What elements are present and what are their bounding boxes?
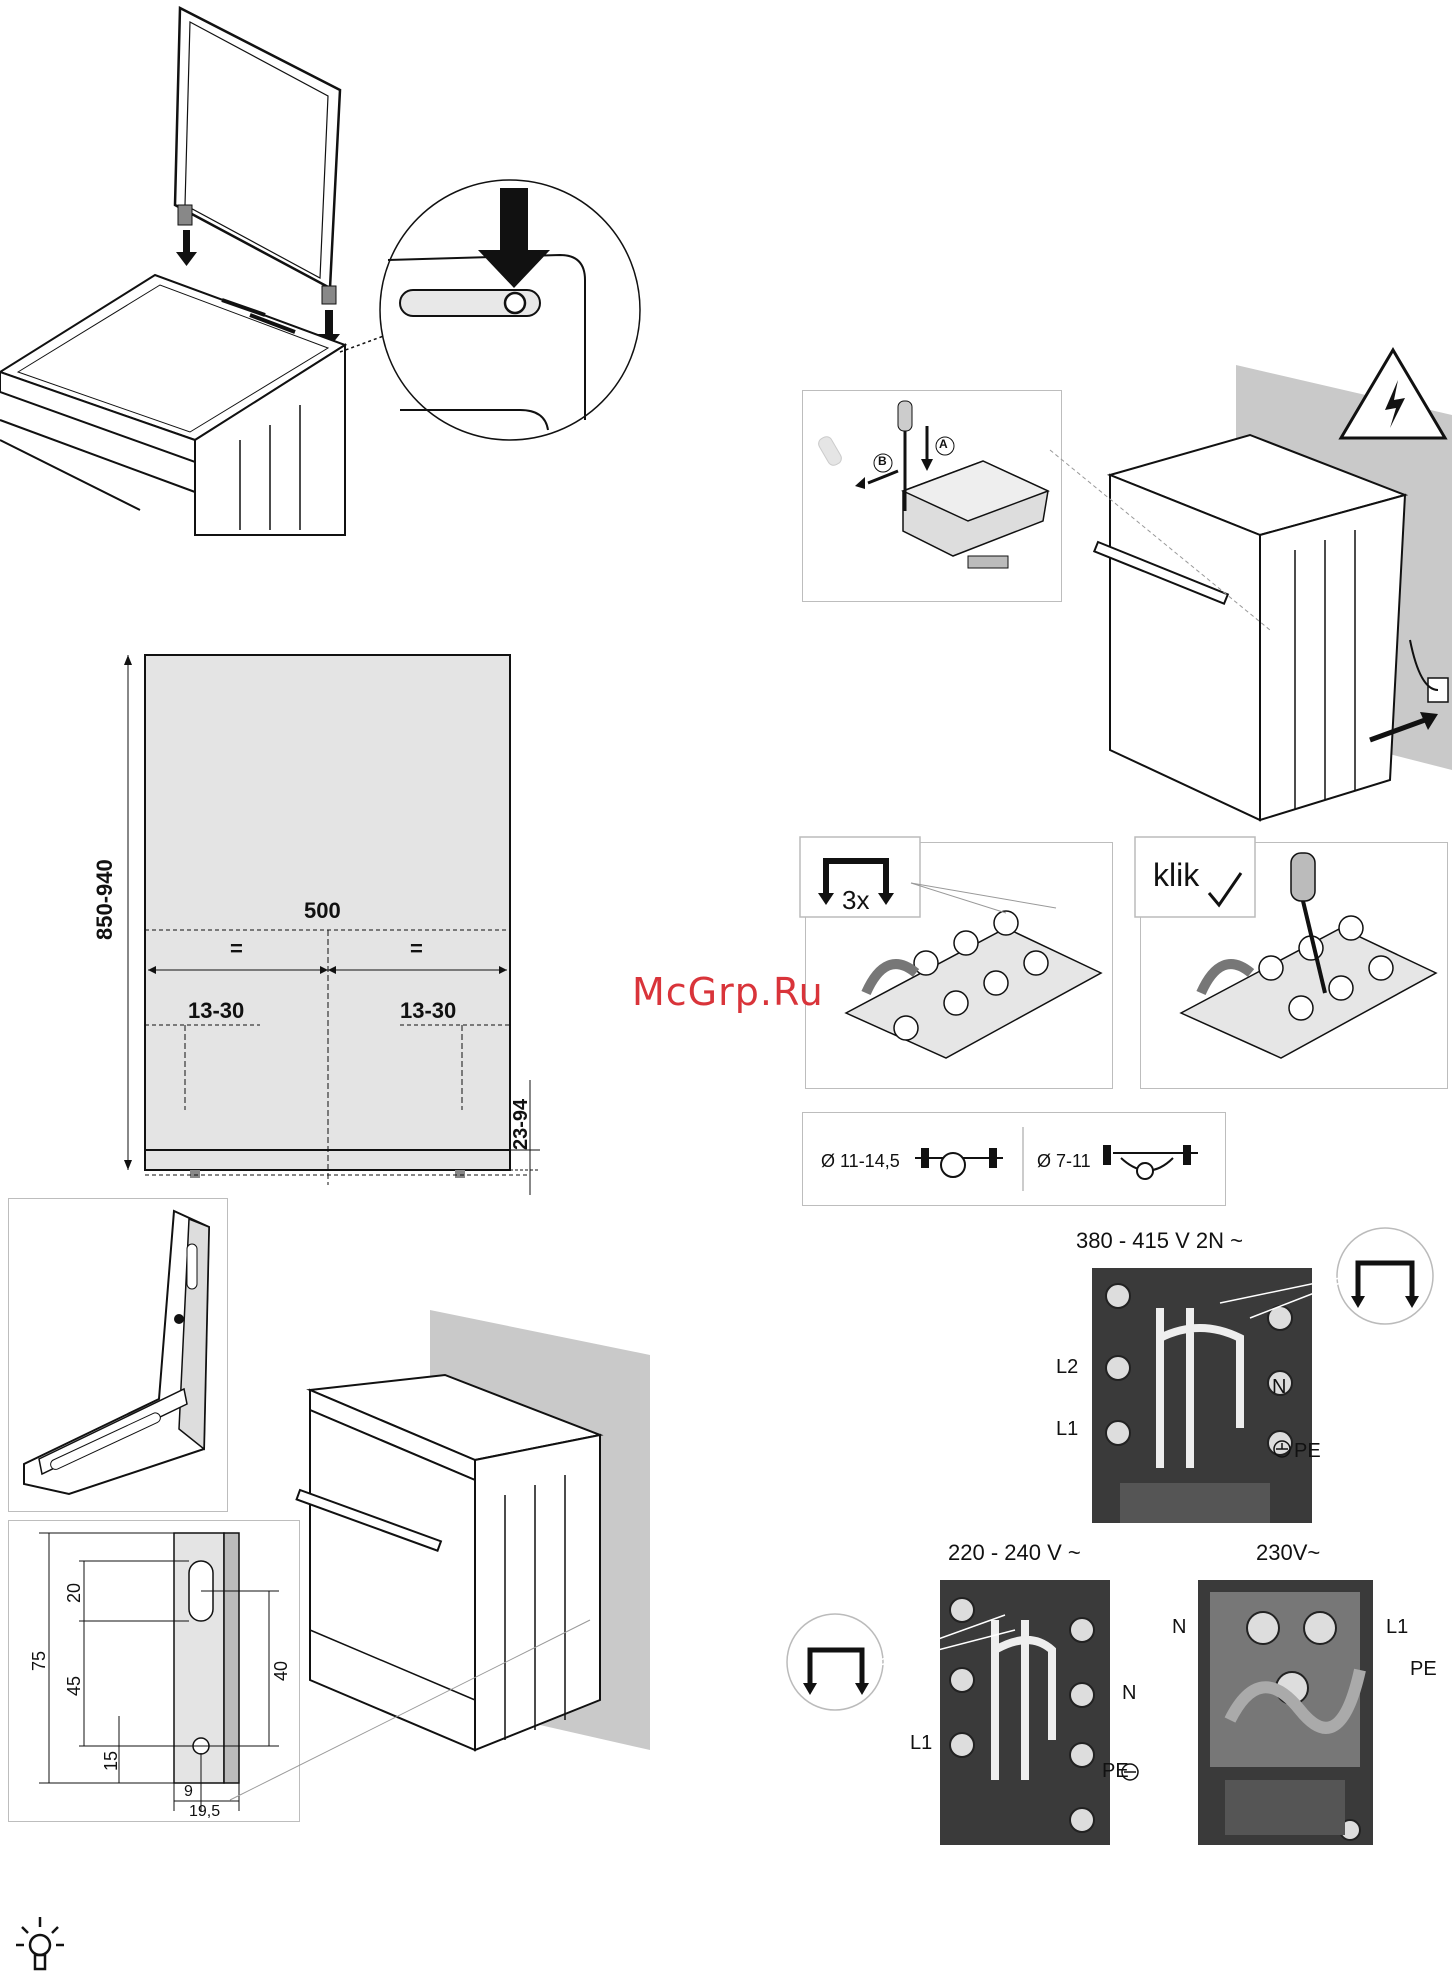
step-a-label: A <box>939 437 948 451</box>
bracket-9-label: 9 <box>184 1783 193 1801</box>
bridge-clip-icon <box>1337 1228 1433 1324</box>
cooker-back-connection-illustration <box>1060 320 1452 840</box>
voltage-1phase-label: 220 - 240 V ~ <box>948 1540 1081 1566</box>
terminal-pe-label: PE <box>1294 1440 1321 1463</box>
terminal-cover-removal-panel: A B <box>802 390 1062 602</box>
cable-diameter-large-label: Ø 11-14,5 <box>821 1151 900 1172</box>
wiring-230v-diagram: 230V~ N L1 PE <box>1170 1540 1452 1852</box>
offset-left-label: 13-30 <box>188 998 244 1024</box>
terminal-l1-1phase-label: L1 <box>910 1732 932 1755</box>
equal-right-label: = <box>410 936 423 962</box>
cable-diameter-small-label: Ø 7-11 <box>1037 1151 1091 1172</box>
offset-right-label: 13-30 <box>400 998 456 1024</box>
step-b-label: B <box>878 454 887 468</box>
terminal-bridges-panel: 3x <box>805 842 1113 1089</box>
terminal-l1-label: L1 <box>1056 1418 1078 1441</box>
terminal-n-1phase-label: N <box>1122 1682 1136 1705</box>
terminal-l1-230-label: L1 <box>1386 1616 1408 1639</box>
magnify-circle-icon <box>380 180 640 440</box>
terminal-n-230-label: N <box>1172 1616 1186 1639</box>
wiring-1phase-diagram: 220 - 240 V ~ L1 N PE <box>790 1540 1130 1852</box>
cabinet-dimension-diagram: 850-940 500 = = 13-30 13-30 23-94 <box>90 640 550 1200</box>
voltage-3phase-label: 380 - 415 V 2N ~ <box>1076 1228 1243 1254</box>
bracket-40-label: 40 <box>271 1661 292 1681</box>
bracket-75-label: 75 <box>29 1651 50 1671</box>
lid-installation-illustration <box>0 0 650 540</box>
equal-left-label: = <box>230 936 243 962</box>
bridge-clip-icon <box>787 1614 883 1710</box>
bridge-klik-panel: klik <box>1140 842 1448 1089</box>
terminal-pe-1phase-label: PE <box>1102 1760 1129 1783</box>
bridge-count-label: 3x <box>842 885 869 916</box>
bracket-dimension-diagram: 75 20 45 15 40 9 19,5 <box>8 1520 300 1822</box>
cooker-wall-bracket-illustration <box>290 1300 650 1810</box>
down-arrow-icon <box>176 230 197 266</box>
klik-label: klik <box>1153 857 1199 894</box>
bracket-15-label: 15 <box>101 1751 122 1771</box>
cable-diameter-panel: Ø 11-14,5 Ø 7-11 <box>802 1112 1226 1206</box>
bracket-45-label: 45 <box>64 1676 85 1696</box>
width-dimension-label: 500 <box>304 898 341 924</box>
wiring-3phase-diagram: 380 - 415 V 2N ~ L2 L1 N PE <box>1040 1228 1452 1540</box>
watermark: McGrp.Ru <box>632 970 824 1014</box>
terminal-l2-label: L2 <box>1056 1356 1078 1379</box>
terminal-pe-230-label: PE <box>1410 1658 1437 1681</box>
bracket-19-5-label: 19,5 <box>189 1803 220 1821</box>
foot-gap-label: 23-94 <box>510 1099 533 1150</box>
terminal-n-label: N <box>1272 1376 1286 1399</box>
height-dimension-label: 850-940 <box>92 859 118 940</box>
voltage-230-label: 230V~ <box>1256 1540 1320 1566</box>
lightbulb-tip-icon <box>10 1915 70 1977</box>
anti-tip-bracket-illustration <box>8 1198 228 1512</box>
bracket-20-label: 20 <box>64 1583 85 1603</box>
